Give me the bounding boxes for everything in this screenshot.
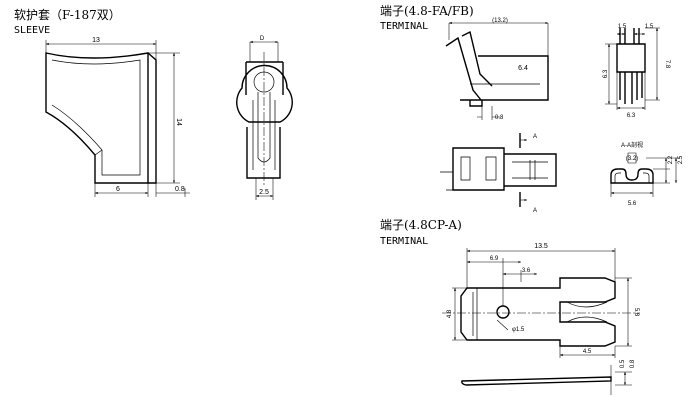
- terminal-fa-e1-dim: 2.2: [668, 155, 674, 164]
- terminal-cp-t2-dim: 0.8: [630, 359, 636, 368]
- sleeve-front-view: [236, 40, 293, 200]
- terminal-cp-subtitle: TERMINAL: [380, 236, 429, 247]
- section-mark-a-bottom: A: [533, 208, 537, 214]
- terminal-fa-end-view: [605, 27, 660, 110]
- terminal-cp-h1-dim: 4.8: [447, 309, 453, 318]
- terminal-cp-l1-dim: 6.9: [490, 256, 499, 262]
- terminal-cp-hole-dim: φ1.5: [512, 327, 525, 333]
- sleeve-side-view: [45, 40, 190, 197]
- sleeve-wall-dim: 0.8: [175, 186, 185, 193]
- terminal-fa-t-dim: 0.8: [495, 115, 504, 121]
- terminal-fa-h2-dim: 6.3: [603, 69, 609, 78]
- terminal-fa-top-view: [440, 133, 557, 207]
- terminal-fa-title: 端子(4.8-FA/FB): [380, 4, 474, 18]
- terminal-fa-side-view: [445, 21, 549, 120]
- terminal-fa-w3-dim: 6.3: [627, 113, 636, 119]
- terminal-fa-h3-dim: 7.8: [664, 60, 670, 69]
- sleeve-subtitle: SLEEVE: [14, 25, 51, 36]
- terminal-cp-plan-view: [442, 248, 640, 358]
- terminal-cp-l3-dim: 4.5: [583, 349, 592, 355]
- terminal-cp-length-dim: 13.5: [534, 243, 548, 250]
- sleeve-height-dim: 14: [175, 118, 182, 126]
- terminal-cp-t1-dim: 0.5: [620, 359, 626, 368]
- terminal-fa-w1-dim: 1.5: [618, 24, 627, 30]
- sleeve-width-dim: 13: [92, 37, 100, 44]
- terminal-fa-length-dim: (13.2): [492, 18, 508, 24]
- terminal-cp-side-profile: [461, 365, 632, 395]
- terminal-cp-l2-dim: 3.6: [522, 268, 531, 274]
- terminal-fa-h1-dim: 6.4: [518, 65, 528, 72]
- terminal-fa-e2-dim: 2.5: [678, 155, 684, 164]
- sleeve-base-dim: 6: [116, 186, 120, 193]
- terminal-cp-title: 端子(4.8CP-A): [380, 218, 462, 232]
- terminal-fa-section-view: [610, 152, 680, 197]
- sleeve-slot-dim: 2.5: [259, 189, 269, 196]
- terminal-fa-subtitle: TERMINAL: [380, 21, 429, 32]
- section-mark-a-top: A: [533, 134, 537, 140]
- sleeve-d-dim: D: [260, 36, 265, 42]
- sleeve-title: 软护套（F-187双）: [14, 8, 121, 22]
- section-view-label: A-A剖视: [621, 141, 643, 149]
- terminal-fa-w4-dim: 5.6: [628, 201, 637, 207]
- terminal-fa-w2-dim: 1.5: [645, 24, 654, 30]
- terminal-fa-r-dim: (3.2): [626, 156, 638, 162]
- terminal-cp-h2-dim: 5.8: [633, 308, 639, 317]
